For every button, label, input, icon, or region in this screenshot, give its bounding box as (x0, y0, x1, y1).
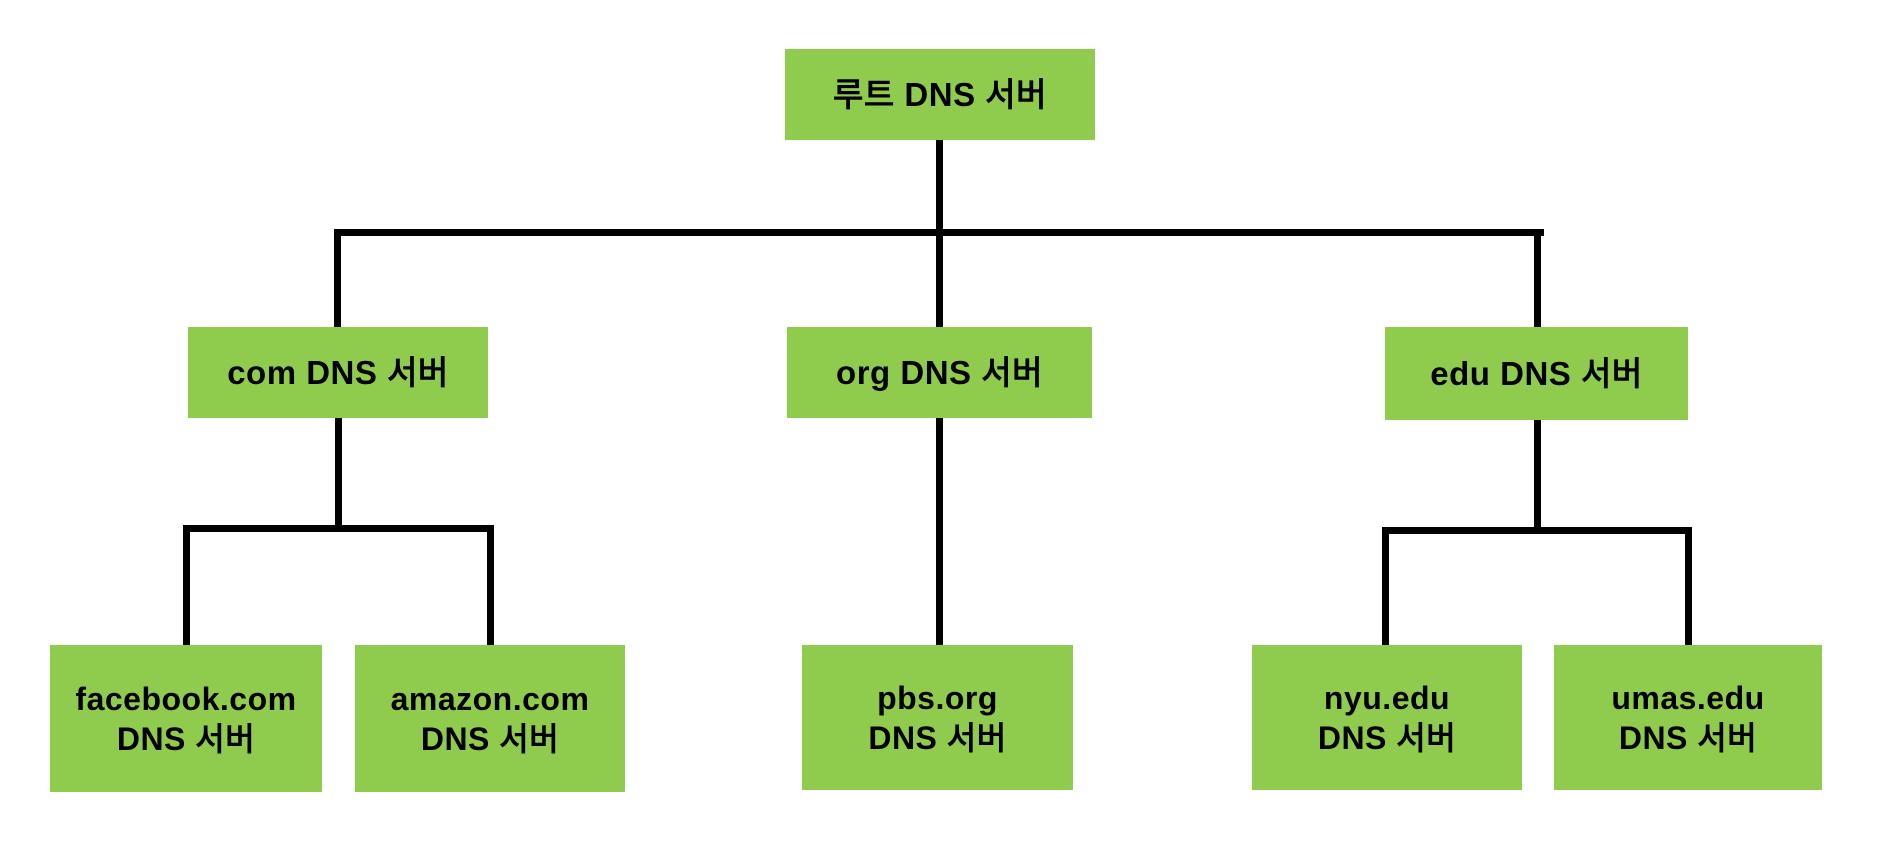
node-facebook-dns-server: facebook.com DNS 서버 (50, 645, 322, 792)
connector-to-nyu (1382, 530, 1389, 645)
connector-level1-horizontal (334, 229, 1544, 236)
connector-to-umas (1685, 530, 1692, 645)
node-facebook-label-line2: DNS 서버 (116, 720, 256, 757)
node-amazon-label-line2: DNS 서버 (420, 720, 560, 757)
connector-com-stem (335, 418, 342, 528)
node-edu-label: edu DNS 서버 (1430, 354, 1643, 392)
node-umas-dns-server: umas.edu DNS 서버 (1554, 645, 1822, 790)
node-nyu-label-line1: nyu.edu (1323, 679, 1451, 716)
connector-to-facebook (183, 528, 190, 645)
node-amazon-dns-server: amazon.com DNS 서버 (355, 645, 625, 792)
connector-edu-stem (1534, 420, 1541, 530)
node-com-label: com DNS 서버 (227, 353, 449, 391)
node-nyu-dns-server: nyu.edu DNS 서버 (1252, 645, 1522, 790)
node-org-dns-server: org DNS 서버 (787, 327, 1092, 418)
connector-com-children-horizontal (183, 525, 494, 532)
node-org-label: org DNS 서버 (836, 353, 1043, 391)
node-root-dns-server: 루트 DNS 서버 (785, 49, 1095, 140)
node-umas-label-line2: DNS 서버 (1618, 719, 1758, 756)
node-nyu-label-line2: DNS 서버 (1317, 719, 1457, 756)
connector-to-edu (1534, 232, 1541, 327)
connector-to-amazon (487, 528, 494, 645)
node-root-label: 루트 DNS 서버 (833, 75, 1047, 113)
node-com-dns-server: com DNS 서버 (188, 327, 488, 418)
connector-to-com (334, 232, 341, 327)
node-edu-dns-server: edu DNS 서버 (1385, 327, 1688, 420)
node-facebook-label-line1: facebook.com (75, 680, 297, 717)
node-pbs-label-line1: pbs.org (877, 679, 998, 716)
node-amazon-label-line1: amazon.com (390, 680, 590, 717)
node-pbs-label-line2: DNS 서버 (868, 719, 1007, 756)
node-umas-label-line1: umas.edu (1611, 679, 1765, 716)
connector-org-to-pbs (936, 418, 943, 645)
node-pbs-dns-server: pbs.org DNS 서버 (802, 645, 1073, 790)
connector-edu-children-horizontal (1382, 527, 1692, 534)
